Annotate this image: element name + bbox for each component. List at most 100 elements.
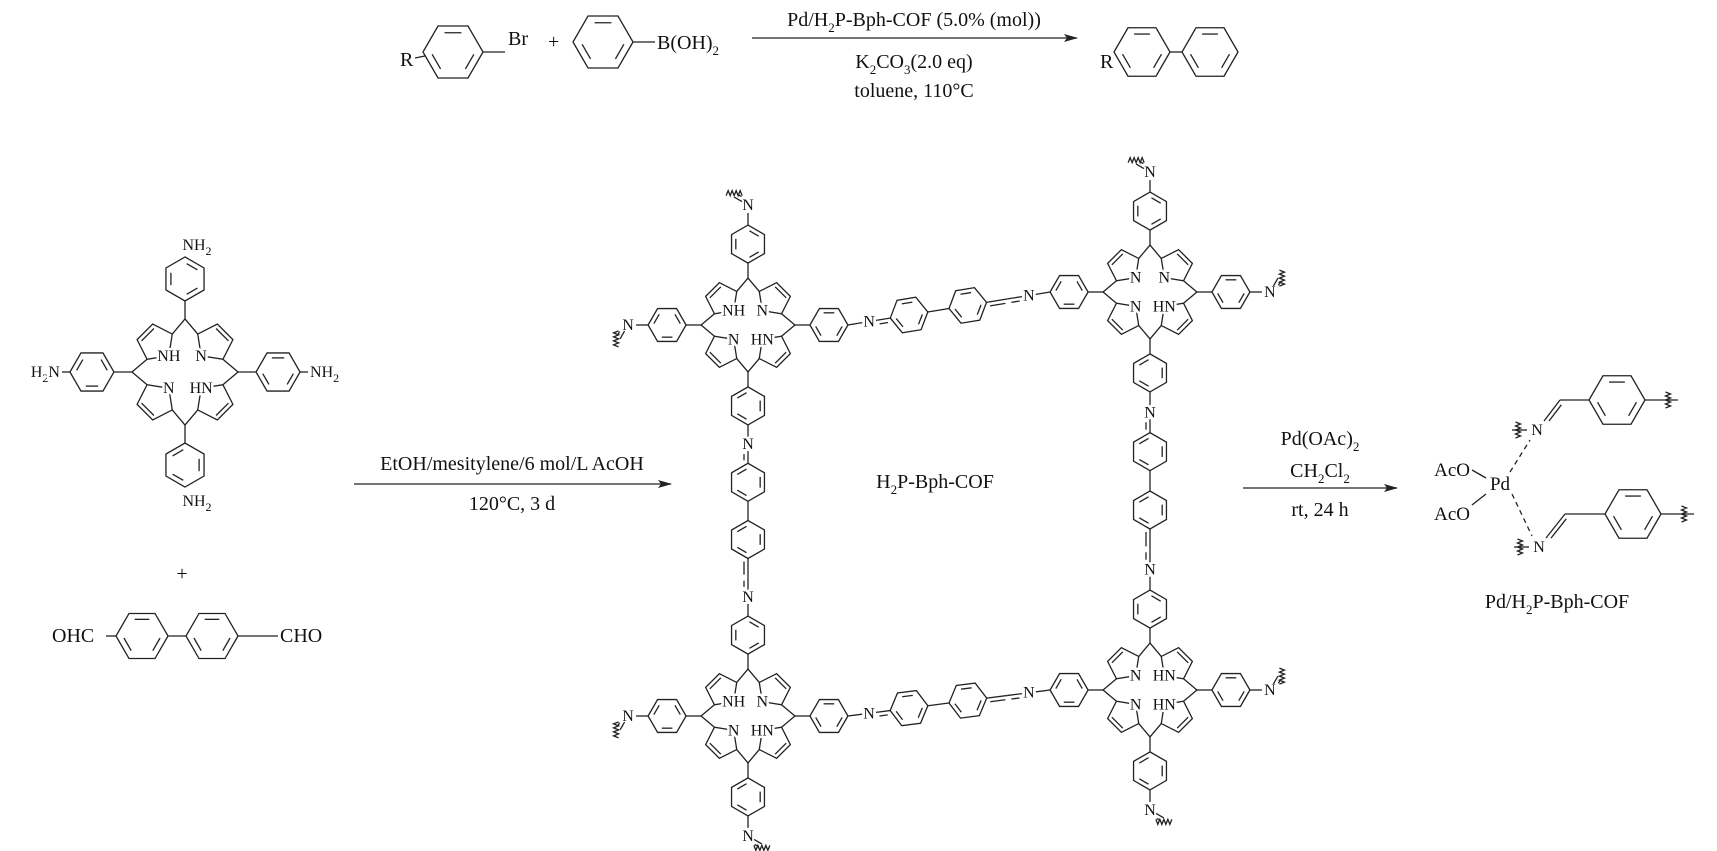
double-bond xyxy=(1135,163,1145,170)
wavy-bond-icon xyxy=(725,188,743,198)
pyrrole-nitrogen-label: N xyxy=(1130,270,1142,287)
ring-double-bond xyxy=(653,313,660,324)
pyrrole-nitrogen-label: N xyxy=(728,331,740,348)
ring-double-bond xyxy=(653,704,660,715)
meso-bond xyxy=(1149,642,1162,657)
ring-double-bond xyxy=(1138,496,1149,503)
ring-double-bond xyxy=(100,359,108,371)
benzene-ring xyxy=(730,615,766,655)
text: NH xyxy=(182,493,206,510)
subscript: 2 xyxy=(206,244,212,258)
ring-double-bond xyxy=(222,637,231,651)
meso-bond xyxy=(1183,689,1198,702)
ring-double-bond xyxy=(1055,678,1062,689)
double-bond xyxy=(1543,399,1561,422)
meso-bond xyxy=(184,409,199,426)
ring-double-bond xyxy=(1153,53,1163,69)
ring-double-bond xyxy=(464,53,475,70)
pyrrole-ring xyxy=(1106,248,1140,282)
imine-nitrogen-label: N xyxy=(863,705,875,722)
pyrrole-ring xyxy=(136,323,173,360)
ring-double-bond xyxy=(1138,380,1149,387)
aldehyde-right-label: CHO xyxy=(280,625,322,647)
double-bond-inner xyxy=(754,843,758,847)
text: Cl xyxy=(1324,460,1343,482)
ring-double-bond xyxy=(286,373,294,385)
pyrrole-double-bond xyxy=(709,677,722,690)
benzene-ring xyxy=(1132,191,1168,231)
meso-bond xyxy=(171,409,186,426)
wavy-bond-icon xyxy=(1513,421,1523,439)
pyrrole-double-bond xyxy=(774,351,787,364)
benzene-ring xyxy=(1132,589,1168,629)
pyrrole-double-bond xyxy=(141,328,155,342)
bond xyxy=(1035,291,1051,295)
double-bond-inner xyxy=(617,722,621,726)
pyrrole-nitrogen-label: HN xyxy=(1153,668,1177,685)
pyrrole-nitrogen-label: NH xyxy=(722,694,746,711)
ring-double-bond xyxy=(1055,280,1062,291)
boronic-acid-text: B(OH) xyxy=(657,32,713,54)
meso-bond xyxy=(736,358,749,373)
double-bond-inner xyxy=(1548,404,1562,422)
ring-double-bond xyxy=(960,687,972,690)
ring-double-bond xyxy=(581,43,592,60)
pyrrole-ring xyxy=(1160,302,1194,336)
ring-double-bond xyxy=(1238,691,1245,702)
double-bond xyxy=(619,330,626,340)
pyrrole-double-bond xyxy=(1111,716,1124,729)
imine-nitrogen-label: N xyxy=(1144,164,1156,181)
subscript: 2 xyxy=(1318,471,1325,486)
pyrrole-nitrogen-label: HN xyxy=(1153,696,1177,713)
subscript: 2 xyxy=(206,500,212,514)
meso-bond xyxy=(736,749,749,764)
imine-nitrogen-label: N xyxy=(1533,539,1545,556)
wavy-bond-icon xyxy=(1277,667,1287,685)
text: K xyxy=(855,51,870,73)
double-bond-inner xyxy=(990,302,1006,307)
meso-bond xyxy=(700,324,715,337)
double-bond-inner xyxy=(879,321,889,325)
subscript: 2 xyxy=(42,371,48,385)
pd-atom-label: Pd xyxy=(1490,474,1511,495)
benzene-ring xyxy=(185,612,239,660)
double-bond xyxy=(1155,812,1165,819)
meso-bond xyxy=(131,371,148,386)
meso-bond xyxy=(1183,678,1198,691)
pyrrole-nitrogen-label: N xyxy=(195,348,207,365)
pyrrole-ring xyxy=(136,384,173,421)
meso-bond xyxy=(1149,244,1162,259)
step2-time-label: rt, 24 h xyxy=(1291,499,1348,521)
double-bond-inner xyxy=(738,194,742,198)
double-bond-inner xyxy=(1156,817,1160,821)
benzene-ring xyxy=(1132,490,1168,530)
pyrrole-ring xyxy=(758,335,792,369)
pyrrole-ring xyxy=(1160,646,1194,680)
pyrrole-nitrogen-label: NH xyxy=(157,348,181,365)
meso-bond xyxy=(171,318,186,335)
double-bond xyxy=(619,721,626,731)
imine-nitrogen-label: N xyxy=(742,197,754,214)
benzene-ring xyxy=(115,612,169,660)
text: P-Bph-COF xyxy=(897,471,994,493)
benzene-ring xyxy=(948,286,988,324)
pyrrole-double-bond xyxy=(709,351,722,364)
text: Pd/H xyxy=(787,9,828,31)
pyrrole-double-bond xyxy=(774,742,787,755)
subscript: 2 xyxy=(1343,471,1350,486)
ring-double-bond xyxy=(1151,197,1162,204)
double-bond-inner xyxy=(1277,680,1281,684)
ring-double-bond xyxy=(123,637,132,651)
double-bond-inner xyxy=(1140,161,1144,165)
pyrrole-double-bond xyxy=(774,286,787,299)
wavy-bond-icon xyxy=(1515,538,1525,556)
benzene-ring xyxy=(647,698,687,734)
double-bond-inner xyxy=(1011,300,1020,304)
ring-double-bond xyxy=(736,489,747,497)
benzene-ring xyxy=(1113,27,1171,77)
text: NH xyxy=(182,237,206,254)
pyrrole-double-bond xyxy=(1176,651,1189,664)
meso-bond xyxy=(1149,325,1162,340)
ring-double-bond xyxy=(674,313,681,324)
